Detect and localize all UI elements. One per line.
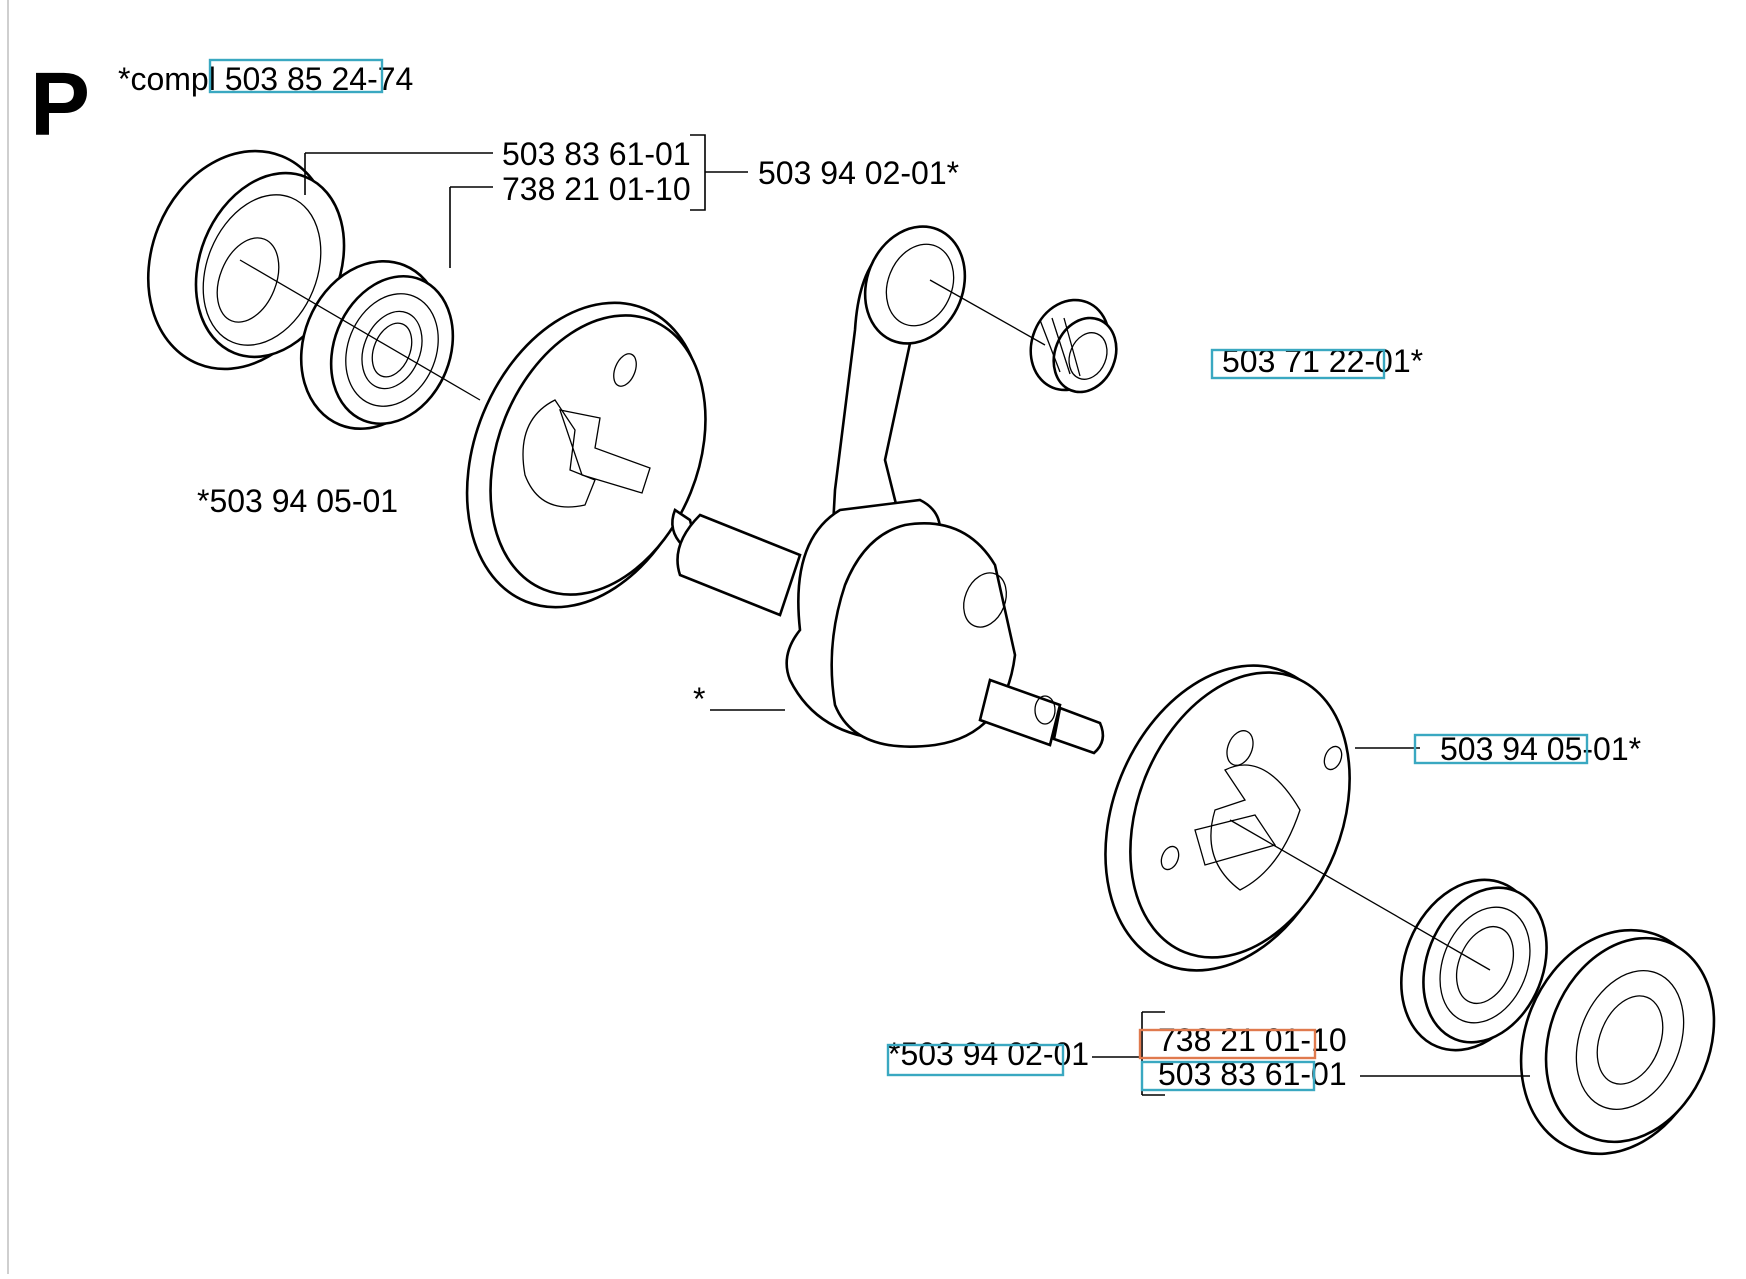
- needle-bearing: [1029, 298, 1118, 394]
- ball-bearing-bottom: [1400, 878, 1548, 1052]
- bracket-top: [690, 134, 706, 211]
- crank-half-left: [465, 301, 707, 609]
- section-letter: P: [30, 55, 90, 155]
- label-kit-bottom: *503 94 02-01: [888, 1036, 1089, 1072]
- ball-bearing-top: [299, 259, 455, 431]
- label-half-left: *503 94 05-01: [197, 483, 398, 519]
- label-bearing-top: 738 21 01-10: [502, 171, 691, 207]
- highlight-seal-bottom: [1140, 1060, 1316, 1092]
- highlight-half-right: [1413, 733, 1589, 765]
- label-half-right: 503 94 05-01*: [1440, 731, 1641, 767]
- label-seal-top: 503 83 61-01: [502, 136, 691, 172]
- label-kit-top: 503 94 02-01*: [758, 155, 959, 191]
- axis-line-right: [1229, 819, 1491, 971]
- crank-half-right: [1104, 664, 1351, 972]
- highlight-kit-bottom: [886, 1043, 1065, 1077]
- crankshaft: [671, 225, 1105, 755]
- oil-seal-bottom: [1519, 928, 1716, 1156]
- label-crank-star: *: [693, 681, 705, 717]
- label-bearing-bottom: 738 21 01-10: [1158, 1022, 1347, 1058]
- highlight-bearing-bottom: [1138, 1028, 1317, 1060]
- label-needle-bearing: 503 71 22-01*: [1222, 343, 1423, 379]
- axis-line-rod: [929, 279, 1046, 346]
- axis-line-left: [239, 259, 481, 401]
- highlight-compl: [208, 58, 384, 94]
- highlight-needle-bearing: [1210, 348, 1386, 380]
